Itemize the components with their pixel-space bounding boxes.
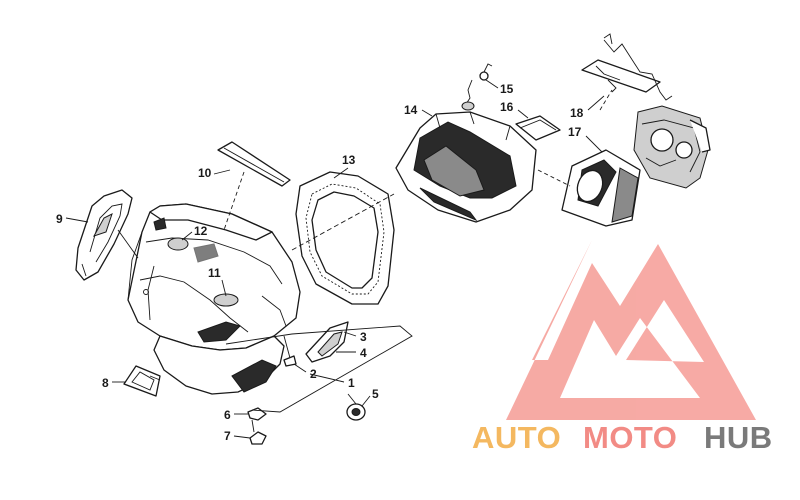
callout-label-3: 3 — [360, 330, 367, 344]
part-17-intake-boot — [561, 149, 641, 227]
callout-6: 6 — [224, 408, 248, 422]
callout-label-17: 17 — [568, 125, 582, 139]
watermark-hub: HUB — [704, 420, 773, 455]
callout-10: 10 — [198, 166, 212, 180]
callout-label-9: 9 — [56, 212, 63, 226]
watermark-logo — [506, 240, 756, 420]
part-13-filter-seal — [295, 171, 395, 305]
part-3-bracket — [305, 321, 349, 363]
callout-label-6: 6 — [224, 408, 231, 422]
callout-label-2: 2 — [310, 367, 317, 381]
callout-label-8: 8 — [102, 376, 109, 390]
callout-12: 12 — [181, 224, 208, 241]
callout-label-14: 14 — [404, 103, 418, 117]
callout-11: 11 — [208, 266, 227, 297]
callout-label-4: 4 — [360, 346, 367, 360]
part-2-screw — [283, 335, 297, 367]
watermark-moto: MOTO — [583, 420, 677, 455]
callout-13: 13 — [333, 153, 356, 179]
callout-15: 15 — [485, 79, 514, 96]
callout-label-5: 5 — [372, 387, 379, 401]
logo-mark — [506, 240, 756, 420]
part-7-clip — [249, 431, 267, 445]
callout-label-13: 13 — [342, 153, 356, 167]
callout-label-11: 11 — [208, 266, 221, 280]
part-1-hood — [127, 203, 301, 395]
callout-label-15: 15 — [500, 82, 514, 96]
part-9-side-louver — [75, 189, 133, 281]
callout-label-1: 1 — [348, 376, 355, 390]
callout-1: 1 — [309, 373, 355, 390]
watermark-text: AUTO MOTO HUB — [472, 420, 773, 455]
part-8-vent-plate — [123, 365, 161, 397]
part-16-foam-pad — [515, 115, 561, 141]
part-6-rivet — [247, 407, 267, 421]
callout-16: 16 — [500, 100, 529, 119]
part-15-sensor — [461, 63, 493, 111]
part-18-throttle-assembly — [581, 33, 711, 189]
callout-14: 14 — [404, 103, 433, 117]
part-5-grommet — [346, 403, 366, 421]
callout-5: 5 — [361, 387, 379, 407]
callout-9: 9 — [56, 212, 89, 226]
watermark-auto: AUTO — [472, 420, 561, 455]
callout-3: 3 — [343, 330, 367, 344]
part-14-air-silencer — [395, 111, 537, 223]
callout-label-10: 10 — [198, 166, 212, 180]
part-10-gasket-strip — [217, 141, 291, 187]
logo-inner-cut — [566, 330, 610, 392]
callout-label-7: 7 — [224, 429, 231, 443]
callout-8: 8 — [102, 376, 126, 390]
callout-label-12: 12 — [194, 224, 208, 238]
callout-2: 2 — [293, 363, 317, 381]
callout-4: 4 — [336, 346, 367, 360]
callout-17: 17 — [568, 125, 603, 153]
callout-label-18: 18 — [570, 106, 584, 120]
callout-18: 18 — [570, 95, 605, 120]
leader-lines — [117, 89, 613, 433]
callout-label-16: 16 — [500, 100, 514, 114]
callout-7: 7 — [224, 429, 251, 443]
